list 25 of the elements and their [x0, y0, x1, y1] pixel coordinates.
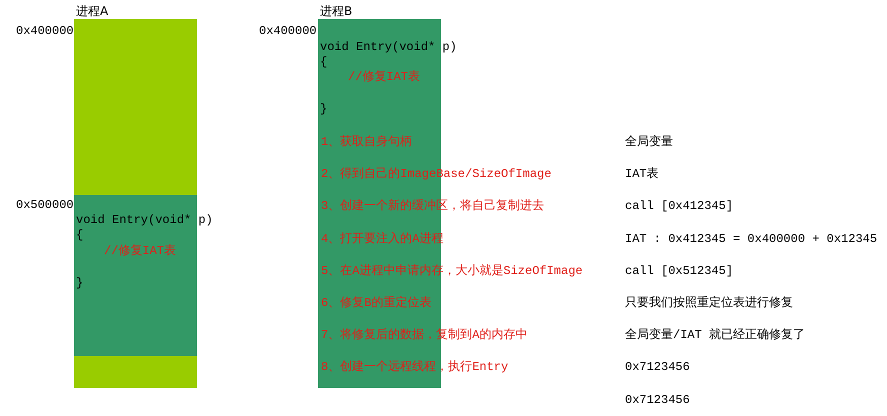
code-line: void Entry(void* p) [76, 213, 213, 227]
code-line: { [320, 55, 328, 69]
note-text: IAT表 [625, 167, 659, 182]
step-text: 6、修复B的重定位表 [321, 296, 432, 310]
code-comment: //修复IAT表 [104, 244, 176, 258]
note-text: call [0x512345] [625, 264, 734, 278]
code-line: void Entry(void* p) [320, 40, 457, 54]
note-text: 只要我们按照重定位表进行修复 [625, 296, 793, 310]
address-label: 0x400000 [16, 24, 74, 38]
note-text: call [0x412345] [625, 199, 734, 214]
code-line: { [76, 228, 84, 242]
process-heading: 进程A [76, 4, 108, 18]
process-heading: 进程B [320, 4, 352, 18]
address-label: 0x500000 [16, 198, 74, 212]
step-text: 8、创建一个远程线程，执行Entry [321, 360, 508, 374]
note-text: IAT : 0x412345 = 0x400000 + 0x12345 [625, 232, 878, 246]
note-text: 全局变量 [625, 135, 673, 149]
note-text: 0x7123456 [625, 360, 690, 374]
note-text: 0x7123456 [625, 392, 690, 407]
code-line: } [320, 102, 328, 116]
note-text: 全局变量/IAT 就已经正确修复了 [625, 328, 806, 342]
code-comment: //修复IAT表 [348, 70, 420, 84]
code-line: } [76, 276, 84, 290]
step-text: 1、获取自身句柄 [321, 135, 412, 149]
address-label: 0x400000 [259, 24, 317, 38]
